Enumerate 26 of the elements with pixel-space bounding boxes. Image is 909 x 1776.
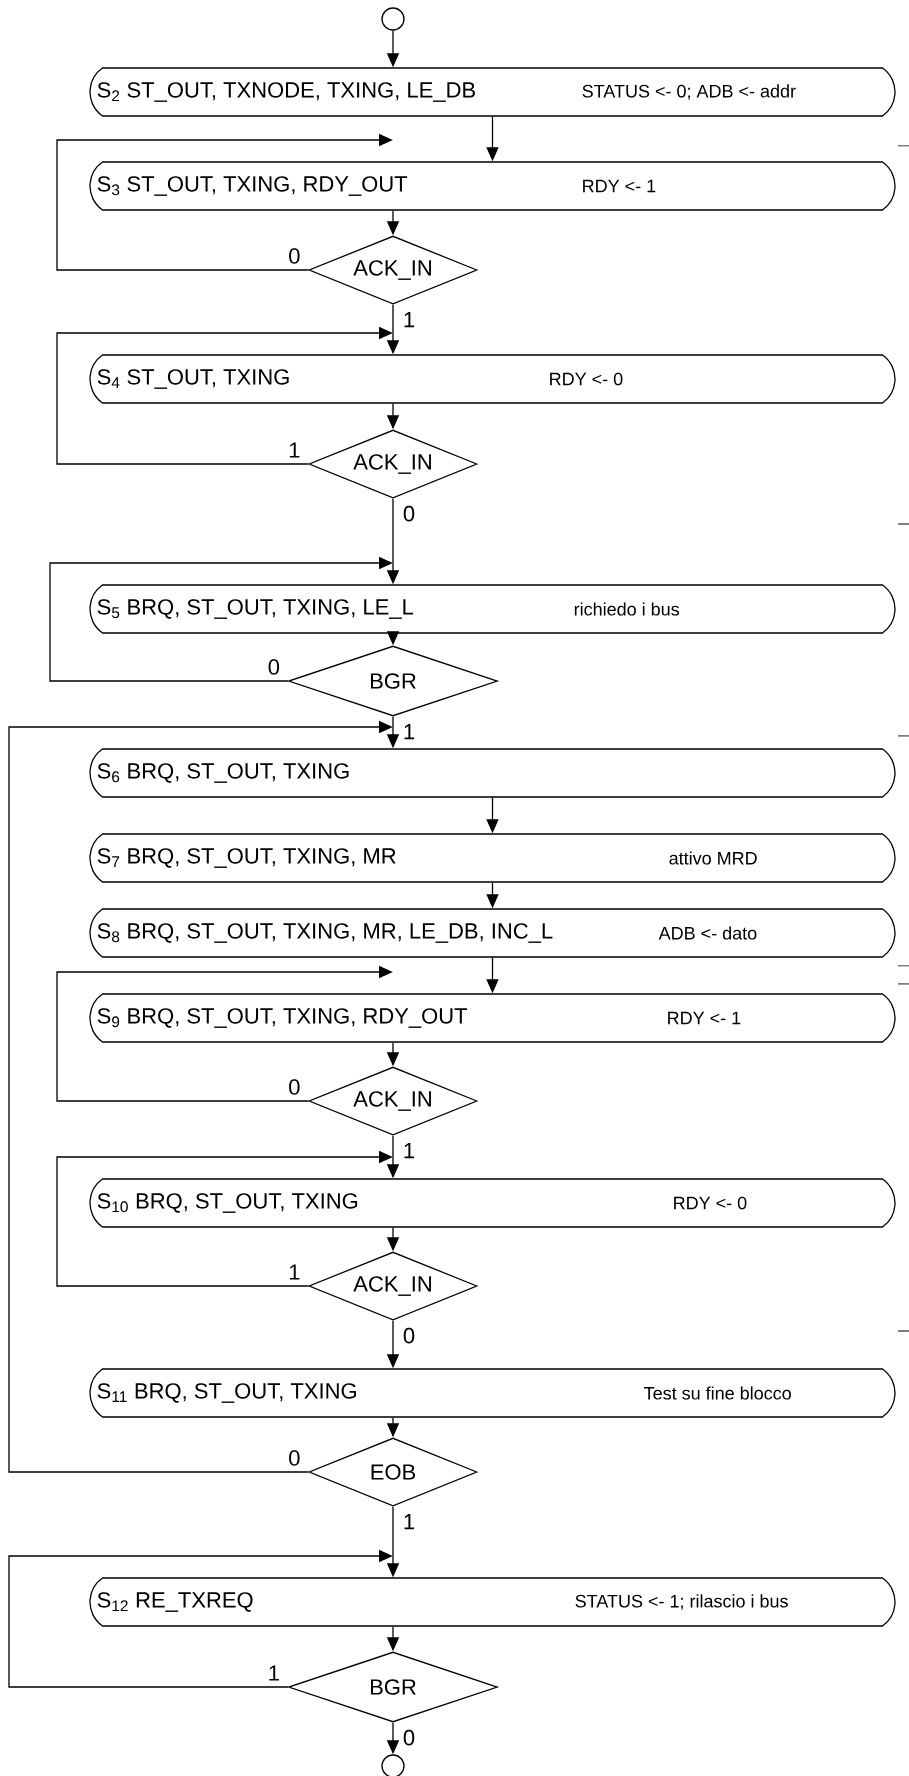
- state-box: S$_{5}$ BRQ, ST_OUT, TXING, LE_L richiedo i bus: [89, 584, 896, 634]
- edge-label: 1: [401, 311, 417, 329]
- edge-label: 0: [287, 247, 302, 265]
- edge-label: 1: [401, 1142, 417, 1160]
- state-box: S$_{12}$ RE_TXREQ STATUS <- 1; rilascio i bus: [89, 1577, 896, 1627]
- state-box: S$_{8}$ BRQ, ST_OUT, TXING, MR, LE_DB, INC_L ADB <- dato: [89, 908, 896, 958]
- edge-label: 1: [287, 441, 302, 459]
- terminal-circle: [381, 7, 405, 31]
- state-box: S$_{6}$ BRQ, ST_OUT, TXING: [89, 748, 896, 798]
- edge-label: 0: [287, 1449, 302, 1467]
- state-box: S$_{11}$ BRQ, ST_OUT, TXING Test su fine blocco: [89, 1368, 896, 1418]
- state-box: S$_{2}$ ST_OUT, TXNODE, TXING, LE_DB STATUS <- 0; ADB <- addr: [89, 67, 896, 117]
- edge-label: 0: [401, 504, 417, 523]
- edge-label: 0: [401, 1728, 417, 1747]
- edge-label: 1: [401, 723, 417, 741]
- edge-label: 0: [287, 1078, 302, 1096]
- state-box: S$_{10}$ BRQ, ST_OUT, TXING RDY <- 0: [89, 1178, 896, 1228]
- edge-label: 1: [266, 1664, 281, 1682]
- state-box: S$_{9}$ BRQ, ST_OUT, TXING, RDY_OUT RDY <- 1: [89, 993, 896, 1043]
- state-box: S$_{4}$ ST_OUT, TXING RDY <- 0: [89, 354, 896, 404]
- edge-label: 0: [401, 1326, 417, 1345]
- state-box: S$_{3}$ ST_OUT, TXING, RDY_OUT RDY <- 1: [89, 161, 896, 211]
- edge-label: 1: [401, 1513, 417, 1531]
- state-box: S$_{7}$ BRQ, ST_OUT, TXING, MR attivo MRD: [89, 833, 896, 883]
- edge-label: 1: [287, 1263, 302, 1281]
- edge-label: 0: [266, 658, 281, 676]
